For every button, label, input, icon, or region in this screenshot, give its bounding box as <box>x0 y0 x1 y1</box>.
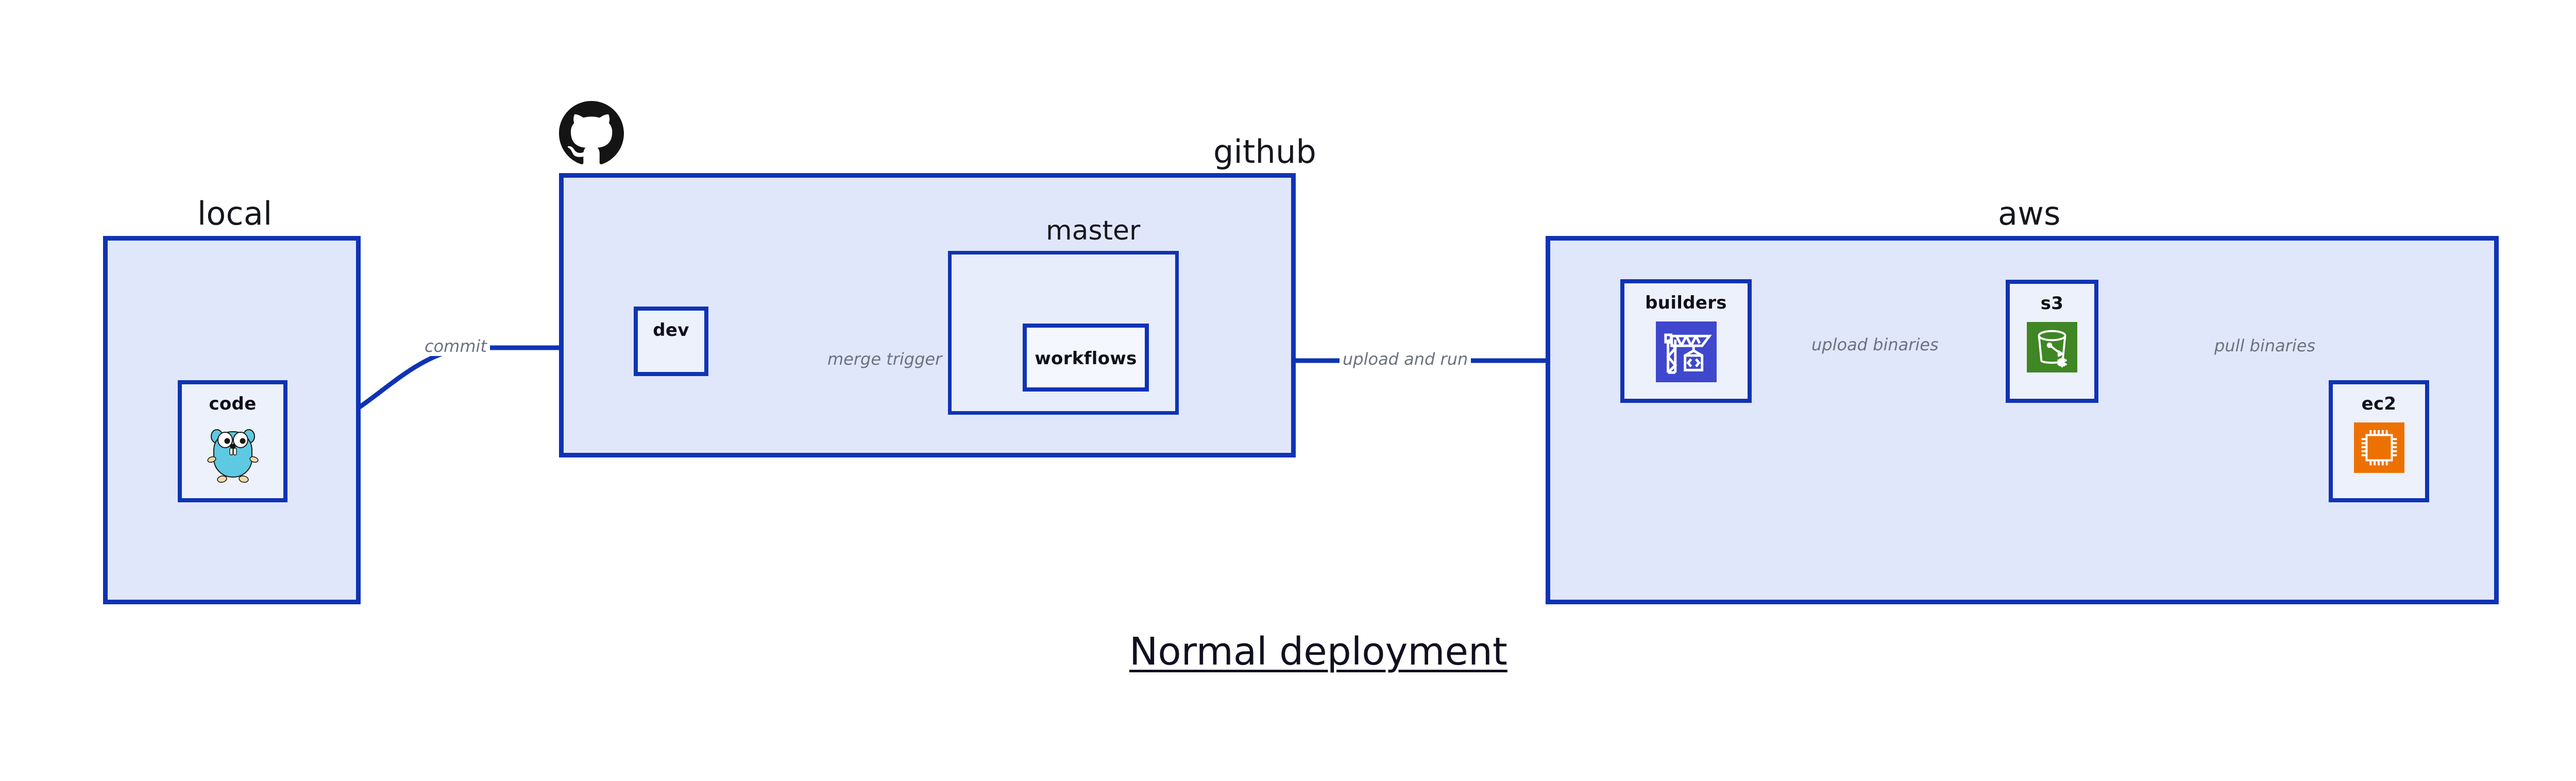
zone-label-aws: aws <box>1998 195 2061 232</box>
node-s3[interactable]: s3 <box>2006 280 2098 403</box>
edge-label-pull-binaries: pull binaries <box>2211 336 2319 355</box>
github-octocat-icon <box>559 101 624 164</box>
diagram-title: Normal deployment <box>1129 630 1507 674</box>
node-builders[interactable]: builders <box>1620 279 1752 403</box>
zone-label-github: github <box>1213 133 1317 171</box>
zone-label-local: local <box>197 195 273 232</box>
node-ec2[interactable]: ec2 <box>2329 380 2429 502</box>
aws-codebuild-icon <box>1655 321 1717 382</box>
node-code-label: code <box>209 394 257 414</box>
node-code[interactable]: code <box>178 380 287 502</box>
node-workflows-label: workflows <box>1035 348 1137 369</box>
edge-label-commit: commit <box>421 336 490 356</box>
edge-label-upload-binaries: upload binaries <box>1808 335 1942 354</box>
node-builders-label: builders <box>1645 293 1727 313</box>
node-workflows[interactable]: workflows <box>1023 324 1149 392</box>
node-dev[interactable]: dev <box>634 307 708 376</box>
subzone-label-master: master <box>1046 215 1141 246</box>
aws-ec2-chip-icon <box>2353 422 2404 473</box>
node-ec2-label: ec2 <box>2361 394 2397 414</box>
edge-label-upload-and-run: upload and run <box>1340 349 1471 369</box>
go-gopher-icon <box>207 429 259 483</box>
edge-label-merge-trigger: merge trigger <box>824 349 945 369</box>
node-s3-label: s3 <box>2040 293 2064 314</box>
node-dev-label: dev <box>653 320 689 341</box>
aws-s3-glacier-icon <box>2027 322 2077 372</box>
